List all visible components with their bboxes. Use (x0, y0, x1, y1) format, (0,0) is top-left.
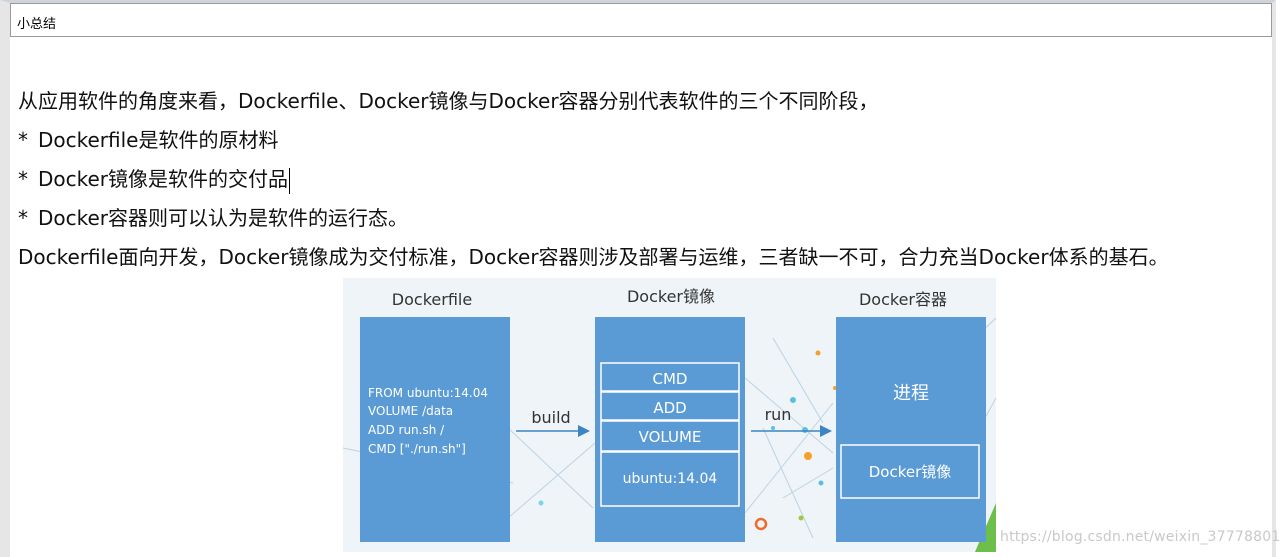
image-layer-base (600, 451, 740, 507)
dockerfile-line: ADD run.sh / (368, 423, 445, 437)
bullet-item: * Dockerfile是软件的原材料 (18, 121, 1268, 160)
process-label: 进程 (893, 383, 929, 404)
page-title: 小总结 (17, 17, 57, 32)
dockerfile-title: Dockerfile (392, 290, 472, 309)
layer-label: VOLUME (639, 428, 702, 446)
container-inner-image-label: Docker镜像 (869, 463, 952, 481)
dockerfile-line: VOLUME /data (368, 404, 453, 418)
layer-label: ubuntu:14.04 (623, 471, 718, 487)
bullet-item: * Docker容器则可以认为是软件的运行态。 (18, 199, 1268, 238)
container-inner-image-box (840, 444, 980, 499)
decorative-dots (538, 350, 837, 531)
bullet-mark: * (18, 167, 28, 191)
docker-container-box (836, 317, 986, 542)
docker-image-title: Docker镜像 (627, 287, 715, 306)
dockerfile-line: FROM ubuntu:14.04 (368, 386, 488, 400)
docker-container-title: Docker容器 (859, 290, 947, 309)
bullet-text: Docker容器则可以认为是软件的运行态。 (38, 206, 409, 230)
image-layer-add (600, 391, 740, 421)
image-layer-cmd (600, 362, 740, 392)
docker-diagram-image: Dockerfile Docker镜像 Docker容器 FROM ubuntu… (342, 278, 997, 552)
layer-label: CMD (653, 370, 688, 388)
summary-line: Dockerfile面向开发，Docker镜像成为交付标准，Docker容器则涉… (18, 245, 1169, 269)
dockerfile-box (360, 317, 510, 542)
build-label: build (531, 408, 570, 427)
run-label: run (765, 405, 792, 424)
bullet-mark: * (18, 128, 28, 152)
dockerfile-line: CMD ["./run.sh"] (368, 442, 466, 456)
title-bar: 小总结 (10, 3, 1272, 37)
image-layer-volume (600, 420, 740, 452)
bullet-mark: * (18, 206, 28, 230)
docker-image-box (595, 317, 745, 542)
bullet-item: * Docker镜像是软件的交付品 (18, 160, 1268, 199)
note-content[interactable]: 从应用软件的角度来看，Dockerfile、Docker镜像与Docker容器分… (18, 82, 1268, 277)
intro-line: 从应用软件的角度来看，Dockerfile、Docker镜像与Docker容器分… (18, 89, 879, 113)
layer-label: ADD (653, 399, 686, 417)
bullet-text: Docker镜像是软件的交付品 (38, 167, 289, 191)
csdn-watermark: https://blog.csdn.net/weixin_37778801 (1000, 529, 1280, 545)
bullet-text: Dockerfile是软件的原材料 (38, 128, 279, 152)
text-cursor (289, 167, 291, 194)
